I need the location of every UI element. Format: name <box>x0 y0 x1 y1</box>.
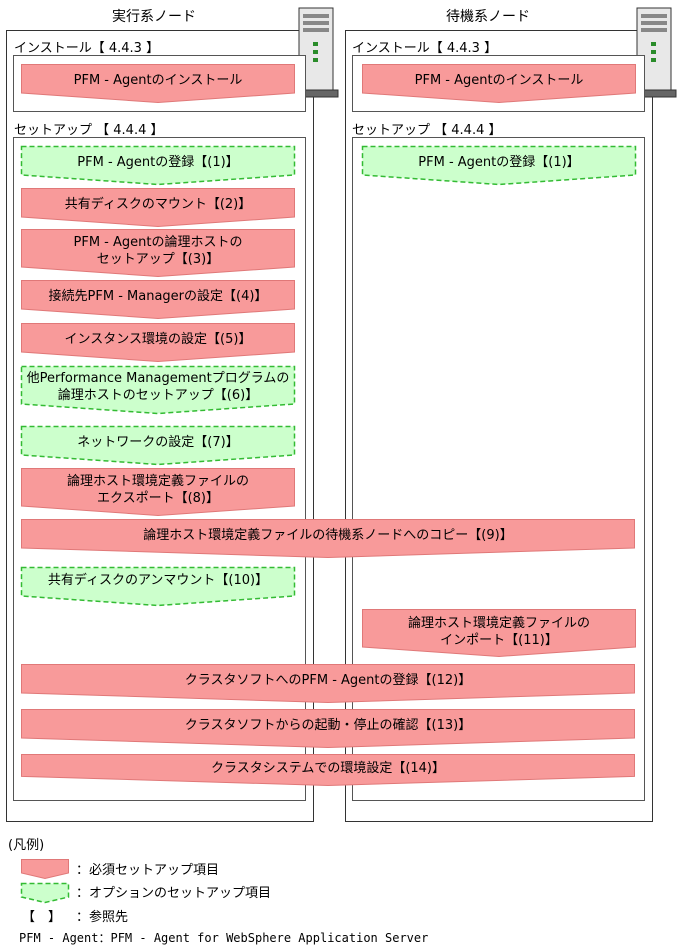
standby-setup-label: セットアップ 【 4.4.4 】 <box>352 123 502 138</box>
standby-node-title: 待機系ノード <box>446 9 530 25</box>
step-1-standby: PFM - Agentの登録【(1)】 <box>361 145 637 186</box>
step-shape <box>20 425 296 466</box>
step-12: クラスタソフトへのPFM - Agentの登録【(12)】 <box>21 664 635 704</box>
step-9: 論理ホスト環境定義ファイルの待機系ノードへのコピー【(9)】 <box>21 519 635 559</box>
step-shape <box>20 365 296 415</box>
step-shape <box>20 145 296 186</box>
step-7: ネットワークの設定【(7)】 <box>20 425 296 466</box>
step-shape <box>362 64 636 104</box>
step-active-install: PFM - Agentのインストール <box>21 64 295 104</box>
step-shape <box>21 280 295 320</box>
step-shape <box>21 754 635 787</box>
step-shape <box>361 145 637 186</box>
standby-install-label: インストール【 4.4.3 】 <box>352 41 498 56</box>
step-1-active: PFM - Agentの登録【(1)】 <box>20 145 296 186</box>
legend-ref-label: ：参照先 <box>76 910 129 925</box>
legend-abbrev: PFM - Agent：PFM - Agent for WebSphere Ap… <box>19 931 429 945</box>
legend-required-label: ：必須セットアップ項目 <box>76 863 220 878</box>
step-14: クラスタシステムでの環境設定【(14)】 <box>21 754 635 787</box>
active-setup-label: セットアップ 【 4.4.4 】 <box>14 123 164 138</box>
step-3: PFM - Agentの論理ホストの セットアップ【(3)】 <box>21 229 295 278</box>
legend-required-symbol <box>21 859 69 880</box>
step-11: 論理ホスト環境定義ファイルの インポート【(11)】 <box>362 609 636 658</box>
step-shape <box>21 468 295 517</box>
step-shape <box>21 859 69 880</box>
step-shape <box>21 188 295 228</box>
step-shape <box>20 882 70 904</box>
legend-optional-label: ：オプションのセットアップ項目 <box>76 886 272 901</box>
step-shape <box>21 229 295 278</box>
step-shape <box>21 519 635 559</box>
server-icon <box>294 7 339 98</box>
step-shape <box>21 64 295 104</box>
step-13: クラスタソフトからの起動・停止の確認【(13)】 <box>21 709 635 749</box>
legend-optional-symbol <box>20 882 70 904</box>
step-standby-install: PFM - Agentのインストール <box>362 64 636 104</box>
step-5: インスタンス環境の設定【(5)】 <box>21 323 295 363</box>
legend-ref-mark: 【 】 <box>22 910 62 925</box>
step-6: 他Performance Managementプログラムの 論理ホストのセットア… <box>20 365 296 415</box>
step-shape <box>362 609 636 658</box>
active-install-label: インストール【 4.4.3 】 <box>14 41 160 56</box>
step-10: 共有ディスクのアンマウント【(10)】 <box>20 566 296 607</box>
step-shape <box>21 709 635 749</box>
step-shape <box>20 566 296 607</box>
step-shape <box>21 664 635 704</box>
step-8: 論理ホスト環境定義ファイルの エクスポート【(8)】 <box>21 468 295 517</box>
step-shape <box>21 323 295 363</box>
legend-title: (凡例) <box>8 838 45 853</box>
step-2: 共有ディスクのマウント【(2)】 <box>21 188 295 228</box>
step-4: 接続先PFM - Managerの設定【(4)】 <box>21 280 295 320</box>
active-node-title: 実行系ノード <box>112 9 196 25</box>
